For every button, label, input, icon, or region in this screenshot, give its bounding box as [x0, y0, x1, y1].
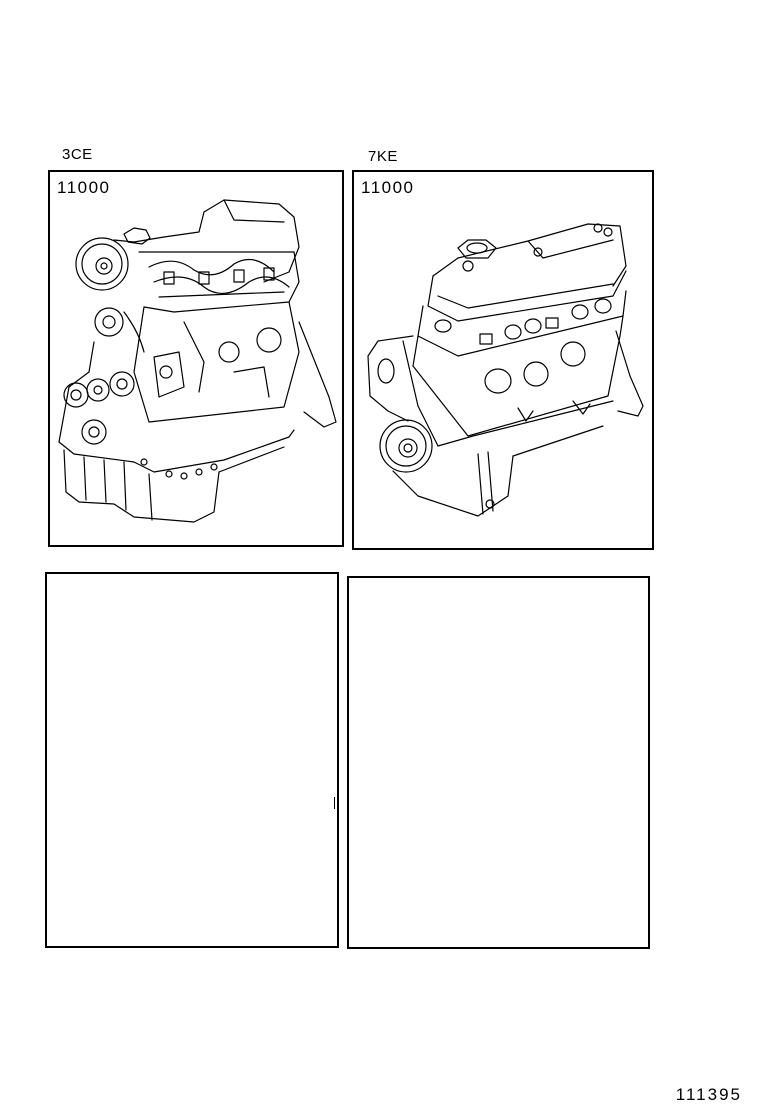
- part-number-3ce[interactable]: 11000: [57, 178, 111, 197]
- panel-empty-right: [347, 576, 650, 949]
- model-label-7ke: 7KE: [368, 148, 398, 165]
- engine-assembly-7ke-icon[interactable]: [358, 196, 650, 526]
- model-label-3ce: 3CE: [62, 146, 93, 163]
- panel-3ce-engine: 11000: [48, 170, 344, 547]
- page-id: 111395: [675, 1085, 742, 1104]
- part-number-7ke[interactable]: 11000: [361, 178, 415, 197]
- panel-7ke-engine: 11000: [352, 170, 654, 550]
- panel-empty-left: [45, 572, 339, 948]
- scan-mark: [334, 797, 335, 809]
- engine-assembly-3ce-icon[interactable]: [54, 192, 340, 532]
